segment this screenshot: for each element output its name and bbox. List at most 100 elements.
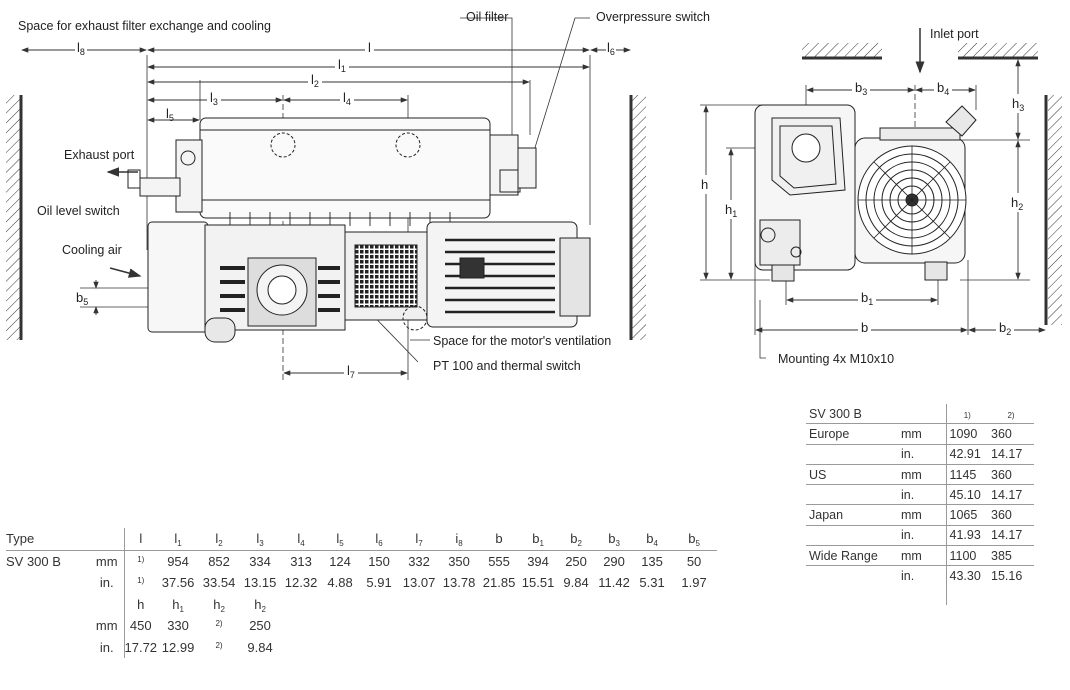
col-header: b xyxy=(479,528,520,551)
header-subscript: 2 xyxy=(261,604,266,614)
dim-subscript: 7 xyxy=(349,370,355,380)
cell: 150 xyxy=(368,553,390,569)
region-name xyxy=(806,444,898,465)
label-oil-filter: Oil filter xyxy=(466,10,509,24)
dim-subscript: 5 xyxy=(168,113,174,123)
region-value: 42.91 xyxy=(945,444,988,465)
col-header: i8 xyxy=(439,528,480,551)
col-header: l3 xyxy=(239,528,282,551)
dim-subscript: 1 xyxy=(732,209,738,219)
table-row-h-header: h h1 h2 h2 xyxy=(6,593,717,615)
col-header: h2 xyxy=(254,596,266,614)
dim-h-text: h xyxy=(701,177,709,192)
cell: 555 xyxy=(488,553,510,569)
cell: 124 xyxy=(329,553,351,569)
dim-l2: l2 xyxy=(308,72,322,89)
dim-h3: h3 xyxy=(1011,94,1026,113)
region-model: SV 300 B xyxy=(806,404,898,425)
region-unit: mm xyxy=(898,464,946,486)
dim-b2: b2 xyxy=(996,320,1015,337)
cell: 1) xyxy=(123,550,158,572)
header-subscript: 1 xyxy=(177,539,182,549)
col-header: b5 xyxy=(671,528,718,551)
cell: 394 xyxy=(527,553,549,569)
header-subscript: 2 xyxy=(218,539,223,549)
cell: 313 xyxy=(290,553,312,569)
dim-h2: h2 xyxy=(1010,193,1025,212)
dim-b: b xyxy=(858,320,872,335)
cell: 9.84 xyxy=(247,639,273,655)
region-value: 360 xyxy=(988,423,1034,445)
header-subscript: 5 xyxy=(339,539,344,549)
cell: 21.85 xyxy=(482,575,516,591)
cell-footnote: 1) xyxy=(137,576,145,586)
col-header: h xyxy=(123,593,158,615)
dim-b2-text: b2 xyxy=(999,320,1012,337)
cell: 37.56 xyxy=(161,575,195,591)
dim-subscript: 2 xyxy=(1006,327,1012,337)
region-value: 41.93 xyxy=(945,525,988,547)
cell: 11.42 xyxy=(598,575,630,591)
dim-h: h xyxy=(700,175,710,194)
cell: 12.99 xyxy=(161,639,195,655)
dim-b4: b4 xyxy=(934,80,953,97)
region-col1: 1) xyxy=(945,404,988,425)
dim-l7-text: l7 xyxy=(347,363,355,380)
cell: 4.88 xyxy=(327,575,353,591)
region-unit: in. xyxy=(898,484,946,506)
dim-l5: l5 xyxy=(166,106,174,123)
header-subscript: 7 xyxy=(418,539,423,549)
table-row-in: in. 1) 37.56 33.54 13.15 12.32 4.88 5.91… xyxy=(6,572,717,594)
cell: 13.15 xyxy=(243,575,277,591)
dim-l2-text: l2 xyxy=(311,72,319,89)
dim-l8-text: l8 xyxy=(77,40,85,57)
col-header: l5 xyxy=(321,528,360,551)
dim-subscript: 3 xyxy=(212,97,218,107)
region-value: 1145 xyxy=(945,464,988,486)
cell-footnote: 1) xyxy=(137,554,145,564)
cell: 1.97 xyxy=(681,575,707,591)
dim-l4: l4 xyxy=(340,90,354,107)
region-name xyxy=(806,566,898,586)
dim-subscript: 2 xyxy=(1018,202,1024,212)
header-subscript: 1 xyxy=(539,539,544,549)
region-unit: in. xyxy=(898,444,946,465)
dim-subscript: 4 xyxy=(345,97,351,107)
table-row-h-mm: mm 450 330 2) 250 xyxy=(6,615,717,637)
wall-left xyxy=(6,95,23,340)
wall-top-right xyxy=(958,43,1038,60)
dim-subscript: 3 xyxy=(1019,103,1025,113)
unit-mm: mm xyxy=(95,618,118,634)
region-name xyxy=(806,484,898,506)
dim-h3-text: h3 xyxy=(1012,96,1025,113)
region-value: 14.17 xyxy=(988,444,1034,465)
dim-h2-text: h2 xyxy=(1011,195,1024,212)
region-name: US xyxy=(806,464,898,486)
region-value: 360 xyxy=(988,464,1034,486)
dim-l6-text: l6 xyxy=(607,40,615,57)
col-header: l4 xyxy=(281,528,322,551)
dim-h1: h1 xyxy=(724,200,739,219)
dim-l6: l6 xyxy=(606,40,616,57)
dim-l4-text: l4 xyxy=(343,90,351,107)
region-value: 1090 xyxy=(945,423,988,445)
region-unit: mm xyxy=(898,545,946,567)
dim-l1-text: l1 xyxy=(338,57,346,74)
dim-l-text: l xyxy=(368,40,371,55)
col-header: h1 xyxy=(172,596,184,614)
region-value: 385 xyxy=(988,545,1034,567)
label-cooling-air: Cooling air xyxy=(62,243,122,257)
dim-l5-text: l5 xyxy=(166,106,174,123)
col-header: l1 xyxy=(157,528,200,551)
pump-side-view xyxy=(127,117,591,343)
pump-front-view xyxy=(754,104,977,282)
region-col2-text: 2) xyxy=(1007,410,1015,420)
region-unit: in. xyxy=(898,525,946,547)
cell: 2) xyxy=(199,615,239,637)
dim-subscript: 5 xyxy=(83,297,89,307)
header-subscript: 4 xyxy=(653,539,658,549)
